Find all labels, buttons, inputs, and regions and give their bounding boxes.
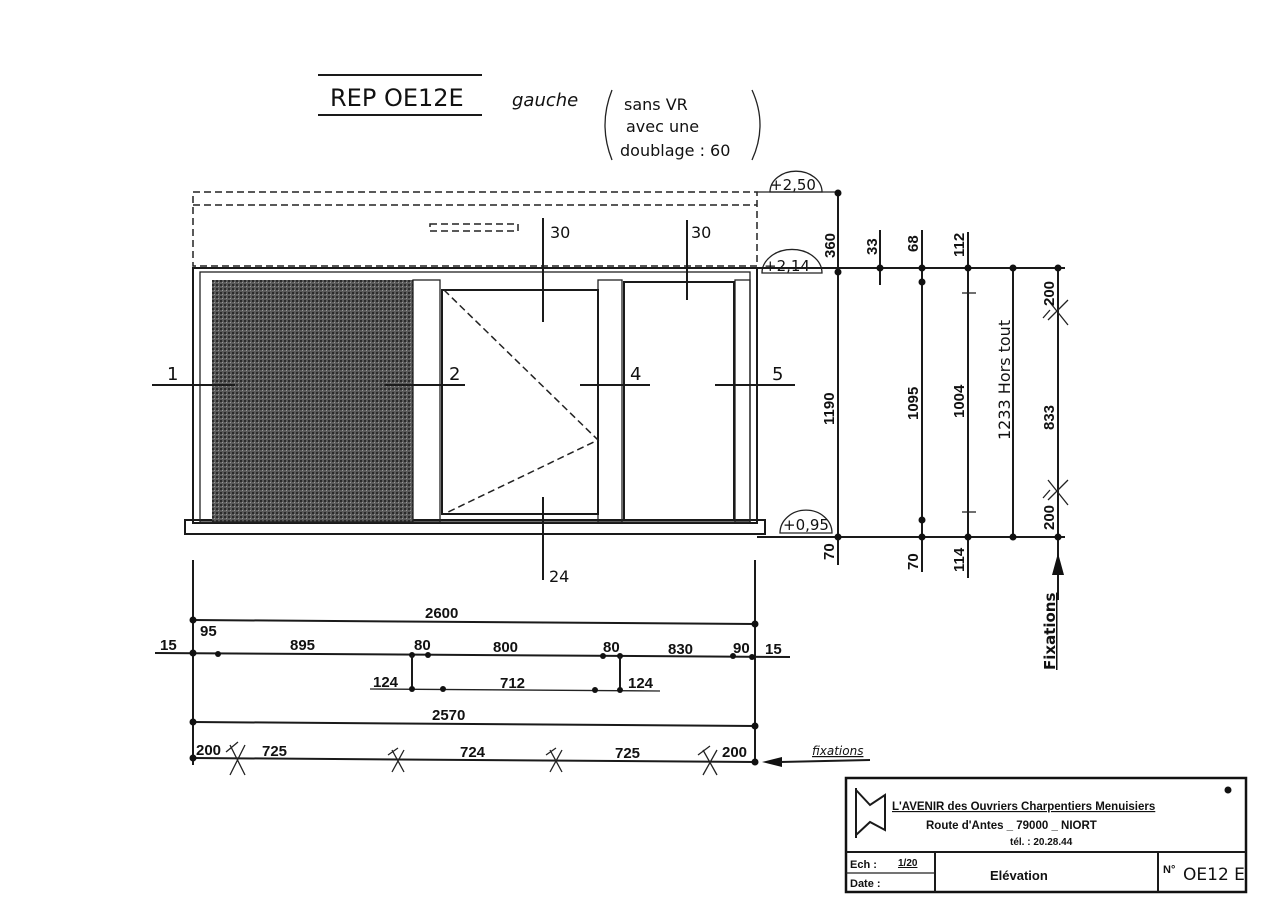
fixation-mark-icon: [1042, 479, 1069, 506]
view-name: Elévation: [990, 868, 1048, 883]
scale-label: Ech :: [850, 859, 877, 871]
dim-1095: 1095: [905, 387, 922, 420]
dim-box: 360: [822, 233, 839, 258]
dim-2600: 2600: [425, 605, 458, 622]
company-phone: tél. : 20.28.44: [1010, 837, 1073, 848]
dim-70-left: 70: [821, 543, 838, 560]
dim-80-left: 80: [414, 637, 431, 654]
dim-fix-725-left: 725: [262, 743, 287, 760]
level-top: +2,50: [770, 176, 816, 194]
fixed-panel-shaded: [212, 280, 413, 522]
dim-fix-bottom: 200: [1041, 505, 1058, 530]
dim-15-right: 15: [765, 641, 782, 658]
dim-fix-725-right: 725: [615, 745, 640, 762]
dim-95: 95: [200, 623, 217, 640]
section-4-label: 4: [630, 364, 641, 385]
title-cartouche: L'AVENIR des Ouvriers Charpentiers Menui…: [844, 776, 1248, 894]
note-line-3: doublage : 60: [620, 141, 730, 160]
vertical-dimensions: 360 1190 70 33 68 1095 70 112 1004 114 1…: [757, 189, 1069, 670]
dim-90: 90: [733, 640, 750, 657]
dim-112: 112: [951, 233, 968, 257]
company-address: Route d'Antes _ 79000 _ NIORT: [926, 820, 1097, 832]
dim-fix-724: 724: [460, 744, 486, 761]
dim-124-left: 124: [373, 674, 399, 691]
note-line-2: avec une: [626, 117, 699, 136]
title-block: REP OE12E gauche sans VR avec une doubla…: [318, 74, 761, 161]
fixed-light: [623, 281, 735, 521]
dim-fix-mid: 833: [1041, 405, 1058, 430]
drawing-number: OE12 E: [1183, 865, 1245, 885]
dim-15-left: 15: [160, 637, 177, 654]
fixations-label-vertical: Fixations: [1041, 593, 1059, 670]
dim-1004: 1004: [951, 384, 968, 418]
dim-830: 830: [668, 641, 693, 658]
number-label: N°: [1163, 864, 1175, 876]
note-line-1: sans VR: [624, 95, 688, 114]
arrow-up-icon: [1052, 553, 1064, 575]
dim-114: 114: [951, 547, 968, 572]
dim-68: 68: [905, 235, 922, 252]
section-1-label: 1: [167, 364, 178, 385]
opening-sash: [441, 289, 599, 515]
dim-fix-top: 200: [1041, 281, 1058, 306]
fixation-mark-icon: [545, 747, 563, 773]
fixation-mark-icon: [387, 747, 405, 773]
window-frame: [184, 267, 766, 535]
dim-800: 800: [493, 639, 518, 656]
dim-fix-200-right: 200: [722, 744, 747, 761]
level-bottom: +0,95: [783, 516, 829, 534]
dim-2570: 2570: [432, 707, 465, 724]
arrow-left-icon: [762, 757, 782, 767]
company-logo-icon: [855, 788, 886, 838]
dim-895: 895: [290, 637, 315, 654]
section-top-2-label: 30: [691, 223, 711, 242]
side-label: gauche: [512, 90, 578, 111]
dim-712: 712: [500, 675, 525, 692]
company-name: L'AVENIR des Ouvriers Charpentiers Menui…: [892, 801, 1155, 813]
dim-1190: 1190: [821, 392, 838, 425]
dim-33: 33: [864, 238, 881, 255]
fixation-mark-icon: [225, 741, 246, 776]
fixation-mark-icon: [697, 745, 718, 776]
dim-70: 70: [905, 553, 922, 570]
section-2-label: 2: [449, 364, 460, 385]
drawing-reference: REP OE12E: [330, 84, 464, 112]
section-5-label: 5: [772, 364, 783, 385]
scale-value: 1/20: [898, 858, 918, 869]
level-middle: +2,14: [764, 257, 810, 275]
level-markers: +2,50 +2,14 +0,95: [757, 170, 840, 534]
dim-fix-200-left: 200: [196, 742, 221, 759]
dim-overall-height: 1233 Hors tout: [995, 320, 1014, 440]
dim-124-right: 124: [628, 675, 654, 692]
section-top-1-label: 30: [550, 223, 570, 242]
horizontal-dimensions: 2600 15 95 895 80 800 80 830 90 15 124 7…: [154, 560, 871, 776]
dim-80-right: 80: [603, 639, 620, 656]
section-markers: 1 2 4 5 30 30 24: [152, 218, 795, 586]
fixations-label-horizontal: fixations: [812, 744, 863, 758]
date-label: Date :: [850, 878, 881, 890]
section-bottom-label: 24: [549, 567, 569, 586]
fixation-mark-icon: [1042, 299, 1069, 326]
shutter-box: [192, 191, 758, 267]
